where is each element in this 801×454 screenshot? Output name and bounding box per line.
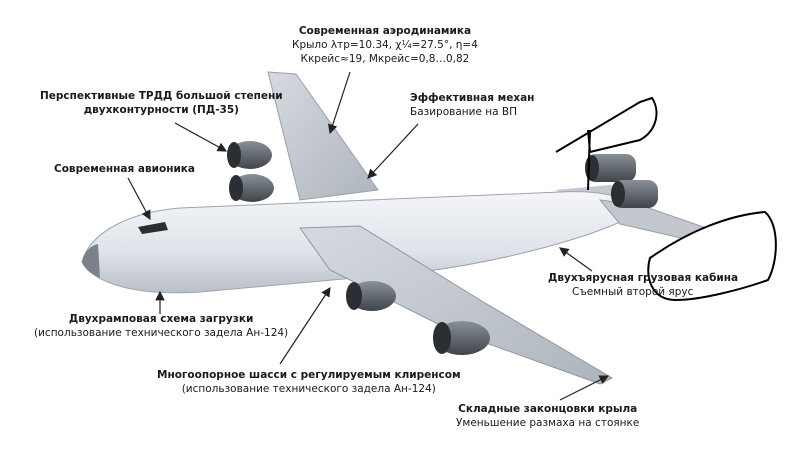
- engine-lower-2: [433, 321, 490, 355]
- cargo-title: Двухъярусная грузовая кабина: [548, 272, 739, 284]
- avionics-title: Современная авионика: [54, 163, 196, 175]
- engine-lower-1: [346, 281, 396, 311]
- arrow-wingtips: [559, 375, 610, 401]
- arrow-chassis: [279, 286, 331, 365]
- label-wingtips: Складные законцовки крыла Уменьшение раз…: [456, 402, 639, 430]
- label-ramp: Двухрамповая схема загрузки (использован…: [34, 312, 288, 340]
- vertical-tail: [267, 71, 379, 201]
- ramp-title: Двухрамповая схема загрузки: [68, 313, 254, 325]
- chassis-line1: (использование технического задела Ан-12…: [181, 383, 436, 395]
- wingtips-title: Складные законцовки крыла: [458, 403, 638, 415]
- label-cargo: Двухъярусная грузовая кабина Съемный вто…: [548, 271, 738, 299]
- label-avionics: Современная авионика: [54, 162, 195, 176]
- engines-title-line2: двухконтурности (ПД-35): [83, 104, 239, 116]
- aero-line2: Ккрейс≈19, Мкрейс=0,8…0,82: [300, 53, 470, 65]
- aero-title: Современная аэродинамика: [298, 25, 472, 37]
- aero-line1: Крыло λтр=10.34, χ¼=27.5°, η=4: [292, 39, 478, 51]
- nose-cone: [82, 244, 100, 278]
- label-engines: Перспективные ТРДД большой степени двухк…: [40, 89, 283, 117]
- engine-upper-1: [227, 141, 272, 169]
- arrow-aero: [328, 71, 351, 135]
- cockpit-windows: [138, 222, 168, 234]
- engines-title-line1: Перспективные ТРДД большой степени: [40, 90, 283, 102]
- scribble-upper-right: [555, 96, 658, 191]
- engine-right-2: [611, 180, 658, 208]
- wingtips-line1: Уменьшение размаха на стоянке: [456, 417, 640, 429]
- engine-right-1: [585, 154, 636, 182]
- mechanization-title: Эффективная механ: [410, 92, 535, 104]
- arrow-engines: [174, 122, 228, 152]
- engine-upper-2: [229, 174, 274, 202]
- label-mechanization: Эффективная механ Базирование на ВП: [410, 91, 534, 119]
- arrow-avionics: [127, 177, 151, 221]
- label-aero: Современная аэродинамика Крыло λтр=10.34…: [292, 24, 478, 66]
- arrow-mechanization: [367, 123, 419, 179]
- label-chassis: Многоопорное шасси с регулируемым клирен…: [157, 368, 461, 396]
- ramp-line1: (использование технического задела Ан-12…: [34, 327, 289, 339]
- cargo-line1: Съемный второй ярус: [572, 286, 694, 298]
- arrow-cargo: [559, 247, 593, 272]
- chassis-title: Многоопорное шасси с регулируемым клирен…: [157, 369, 461, 381]
- mechanization-line1: Базирование на ВП: [410, 106, 517, 118]
- scribble-lower-right: [647, 210, 777, 302]
